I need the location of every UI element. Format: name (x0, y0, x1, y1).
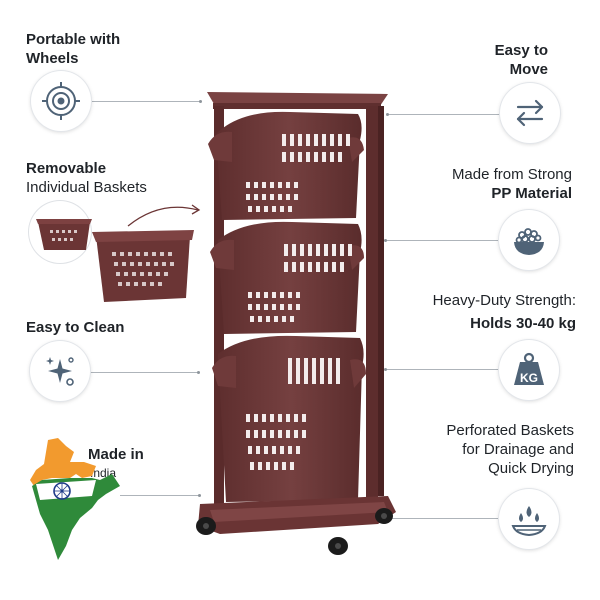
connector-made-in (120, 495, 200, 496)
connector-clean (90, 372, 198, 373)
strong-line1: Made from Strong (451, 166, 572, 183)
portable-line2: Wheels (26, 50, 79, 67)
connector-easy-move (388, 114, 500, 115)
connector-dot (384, 368, 387, 371)
kg-text: KG (520, 371, 538, 385)
heavy-line1: Heavy-Duty Strength: (432, 292, 576, 309)
wheel-icon (31, 71, 91, 131)
material-bowl-icon (499, 210, 559, 270)
easy-move-line1: Easy to (494, 42, 548, 59)
removable-line2: Individual Baskets (26, 179, 147, 196)
easy-move-label: Easy to Move (495, 41, 548, 79)
perforated-line1: Perforated Baskets (446, 422, 574, 439)
portable-line1: Portable with (26, 31, 121, 48)
connector-portable (92, 101, 200, 102)
made-in-line1: Made in (88, 446, 144, 463)
easy-move-line2: Move (509, 61, 548, 78)
connector-dot (199, 100, 202, 103)
removable-label: Removable Individual Baskets (26, 159, 147, 197)
portable-label: Portable with Wheels (26, 30, 120, 68)
clean-line1: Easy to Clean (26, 319, 125, 336)
kg-weight-icon: KG (499, 340, 559, 400)
clean-label: Easy to Clean (26, 318, 124, 337)
connector-perforated (388, 518, 498, 519)
perforated-line2: for Drainage and (462, 441, 574, 458)
strong-label: Made from Strong PP Material (452, 165, 572, 203)
perforated-line3: Quick Drying (488, 460, 574, 477)
made-in-label: Made in (88, 445, 144, 464)
water-drops-icon (499, 489, 559, 549)
strong-line2: PP Material (491, 185, 572, 202)
connector-dot (386, 113, 389, 116)
heavy-label: Heavy-Duty Strength: Holds 30-40 kg (433, 291, 576, 333)
heavy-line2: Holds 30-40 kg (470, 315, 576, 332)
connector-strong (386, 240, 498, 241)
arrows-icon (500, 83, 560, 143)
connector-dot (197, 371, 200, 374)
connector-heavy (386, 369, 500, 370)
sparkle-clean-icon (30, 341, 90, 401)
connector-dot (198, 494, 201, 497)
perforated-label: Perforated Baskets for Drainage and Quic… (446, 421, 574, 478)
removable-line1: Removable (26, 160, 107, 177)
connector-dot (384, 239, 387, 242)
